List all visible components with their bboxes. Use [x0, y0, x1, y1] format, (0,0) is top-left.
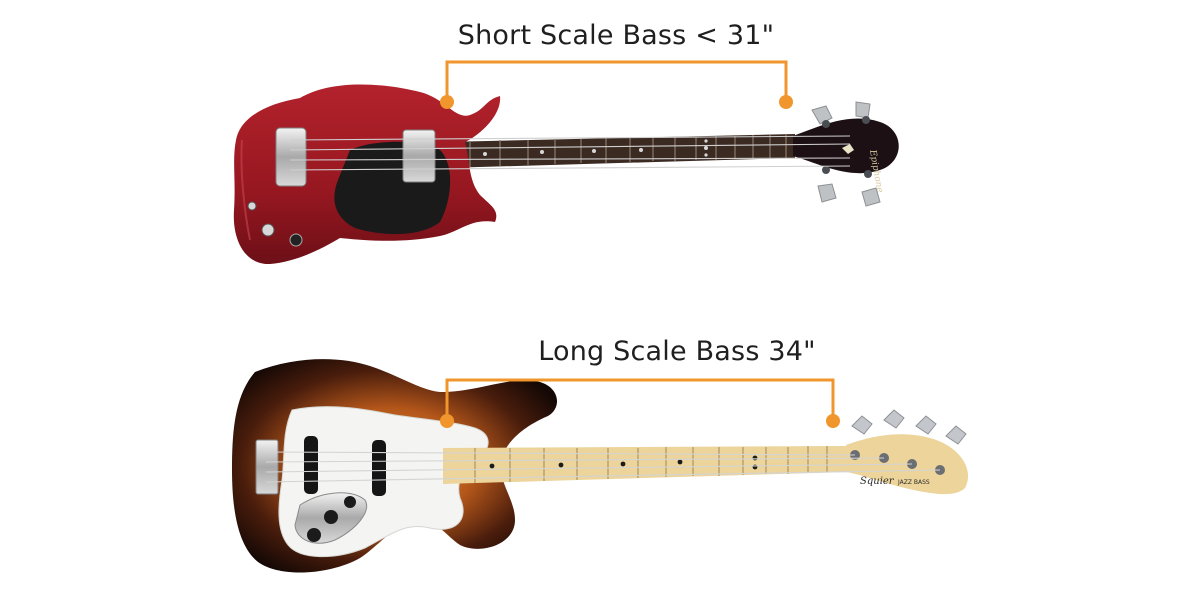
short-scale-bass-guitar-icon: Epiphone [233, 84, 899, 265]
long-scale-measurement-bracket [440, 378, 840, 428]
short-scale-caption: Short Scale Bass < 31" [457, 20, 775, 51]
nut-marker-dot [440, 95, 454, 109]
bridge-marker-dot [779, 95, 793, 109]
headstock-logo: Squier [860, 476, 895, 487]
neck-pickup [304, 436, 318, 494]
bridge-pickup [372, 440, 386, 496]
long-scale-caption: Long Scale Bass 34" [538, 336, 816, 367]
bridge-marker-dot [826, 414, 840, 428]
rosewood-fretboard [445, 134, 795, 168]
control-knobs [247, 201, 303, 247]
chrome-bridge [275, 127, 307, 187]
short-scale-measurement-bracket [440, 60, 793, 109]
nut-marker-dot [440, 414, 454, 428]
long-scale-bass-guitar-icon: Squier JAZZ BASS [232, 359, 969, 573]
headstock-model-text: JAZZ BASS [897, 479, 930, 486]
humbucker-pickup [402, 129, 436, 183]
chrome-bridge [255, 439, 279, 495]
epiphone-headstock [793, 118, 899, 174]
